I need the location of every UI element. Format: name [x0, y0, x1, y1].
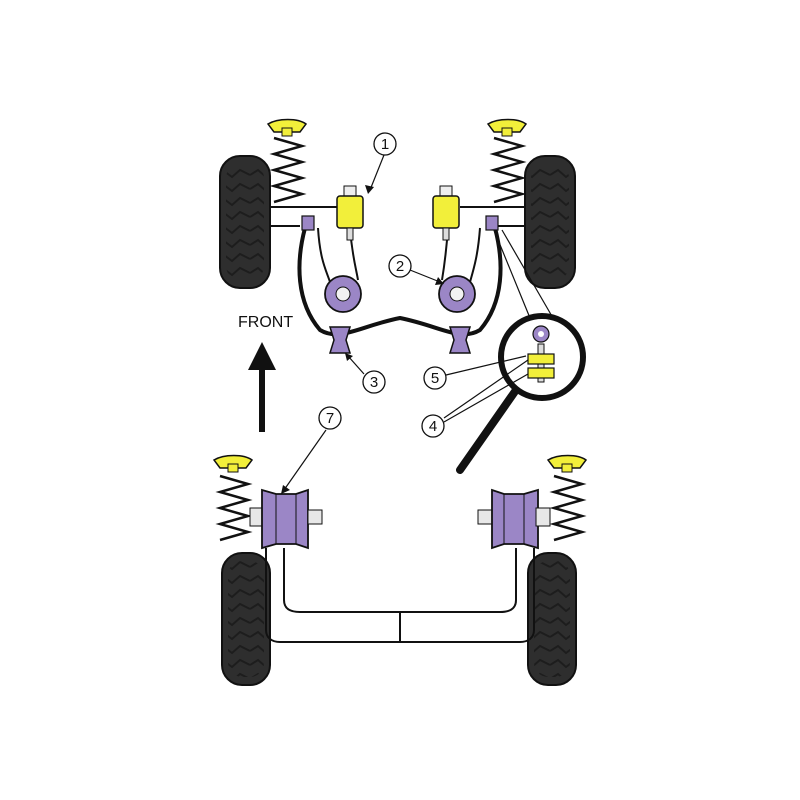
svg-text:1: 1	[381, 136, 389, 153]
magnifier-icon	[456, 313, 586, 474]
anti-roll-bar	[297, 227, 503, 337]
bush-7-right	[477, 488, 551, 550]
magnifier-leader-lines	[493, 229, 554, 319]
rear-left-spring	[212, 454, 254, 542]
front-right-spring	[486, 118, 528, 204]
rear-left-tyre	[221, 552, 271, 686]
svg-text:2: 2	[396, 258, 404, 275]
callout-4: 4	[421, 359, 529, 438]
callout-7: 7	[281, 406, 342, 494]
rear-beam	[265, 548, 535, 643]
drop-link-bush-right	[485, 215, 499, 231]
callout-3: 3	[345, 353, 386, 394]
bush-1-right	[432, 185, 460, 241]
drop-link-bush-left	[301, 215, 315, 231]
svg-text:4: 4	[429, 418, 437, 435]
front-left-spring	[266, 118, 308, 204]
bush-3-left	[328, 326, 352, 354]
rear-right-spring	[546, 454, 588, 542]
callout-1: 1	[365, 132, 397, 194]
bush-2-right	[438, 275, 476, 313]
svg-text:7: 7	[326, 410, 334, 427]
front-arrow-icon	[248, 342, 276, 432]
bush-7-left	[249, 488, 323, 550]
svg-text:3: 3	[370, 374, 378, 391]
callout-2: 2	[388, 254, 444, 285]
svg-text:5: 5	[431, 370, 439, 387]
bush-1-left	[336, 185, 364, 241]
front-right-tyre	[524, 155, 576, 289]
bush-3-right	[448, 326, 472, 354]
front-label: FRONT	[238, 314, 293, 331]
rear-right-tyre	[527, 552, 577, 686]
callout-5: 5	[423, 355, 527, 390]
front-left-tyre	[219, 155, 271, 289]
bush-2-left	[324, 275, 362, 313]
